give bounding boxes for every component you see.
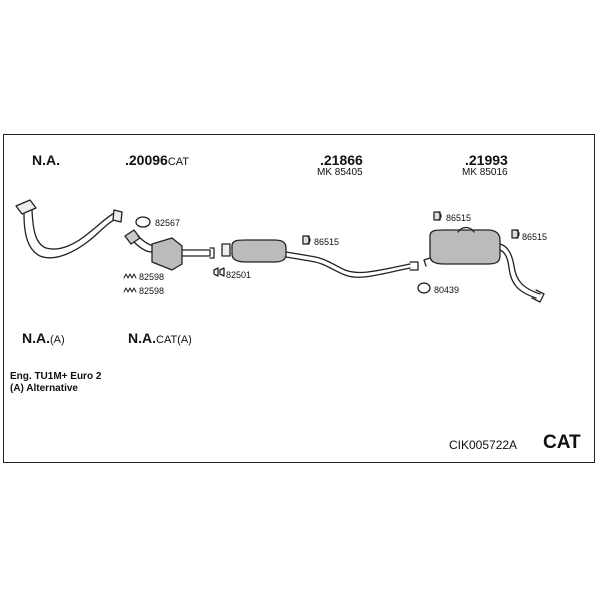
rear-silencer-drawing [423, 226, 545, 303]
label-82501: 82501 [226, 270, 252, 280]
label-82598-a: 82598 [139, 272, 165, 282]
springs-82598-drawing [123, 273, 137, 293]
label-82567: 82567 [155, 218, 181, 228]
clamp-82501-drawing [213, 267, 225, 277]
kit-code: CIK005722A [449, 438, 518, 452]
hanger-86515-top-drawing [433, 211, 442, 221]
label-86515-top: 86515 [446, 213, 472, 223]
hanger-86515-mid-drawing [302, 235, 311, 245]
hanger-86515-right-drawing [511, 229, 520, 239]
header-sub-85405: MK 85405 [317, 167, 363, 178]
ring-82567-drawing [135, 216, 151, 228]
alternative-note: (A) Alternative [10, 383, 78, 394]
middle-silencer-drawing [221, 239, 419, 278]
header-part-20096: .20096CAT [125, 152, 190, 168]
footer-na-a: N.A.(A) [22, 330, 65, 346]
front-pipe-drawing [15, 199, 123, 259]
header-na: N.A. [32, 152, 60, 168]
clamp-80439-drawing [417, 282, 431, 294]
engine-note: Eng. TU1M+ Euro 2 [10, 371, 102, 382]
label-86515-mid: 86515 [314, 237, 340, 247]
label-82598-b: 82598 [139, 286, 165, 296]
diagram-frame [3, 134, 595, 463]
footer-na-cat-a: N.A.CAT(A) [128, 330, 192, 346]
type-cat: CAT [543, 432, 581, 453]
header-part-21866: .21866 [320, 152, 363, 168]
label-86515-right: 86515 [522, 232, 548, 242]
catalytic-converter-drawing [124, 229, 215, 271]
header-part-21993: .21993 [465, 152, 508, 168]
label-80439: 80439 [434, 285, 460, 295]
header-sub-85016: MK 85016 [462, 167, 508, 178]
